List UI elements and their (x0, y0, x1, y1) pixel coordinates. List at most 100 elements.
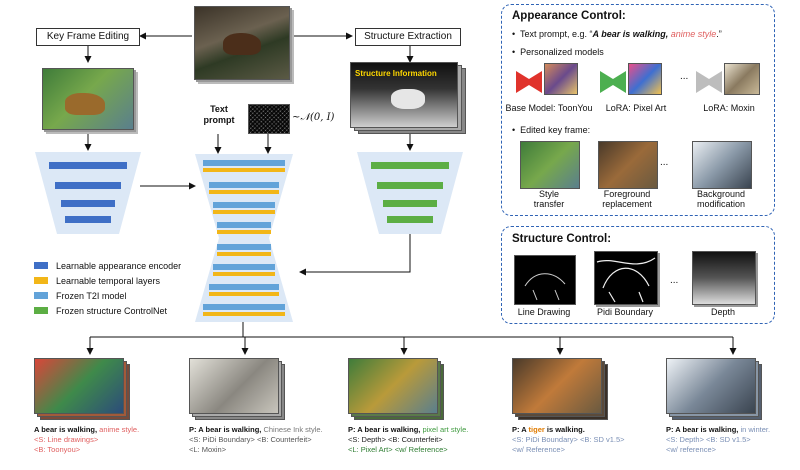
caption-base: <w/ Reference> (512, 445, 565, 454)
caption-base: <L: Pixel Art> <w/ Reference> (348, 445, 448, 454)
edits-ellipsis: ... (660, 157, 669, 168)
caption-style: in winter. (740, 425, 771, 434)
caption-prompt: P: A bear is walking, (189, 425, 264, 434)
legend-swatch (34, 262, 48, 269)
output-winter-video (666, 358, 762, 420)
legend-item: Learnable temporal layers (34, 273, 204, 288)
appearance-bullet-text-prompt: • Text prompt, e.g. “A bear is walking, … (512, 29, 722, 39)
output-pixelart-video (348, 358, 444, 420)
output-anime-video (34, 358, 130, 420)
caption-prompt: P: A bear is walking, (348, 425, 423, 434)
appearance-bullet-key-frame: • Edited key frame: (512, 125, 591, 135)
caption-base: <L: Moxin> (189, 445, 227, 454)
caption-style: anime style. (99, 425, 140, 434)
model-label: LoRA: Moxin (703, 103, 755, 113)
structure-label: Line Drawing (517, 307, 571, 317)
output-caption: P: A tiger is walking. <S: PiDi Boundary… (512, 425, 625, 455)
caption-prompt-end: is walking. (544, 425, 585, 434)
legend-swatch (34, 307, 48, 314)
depth-map-image: Structure Information (350, 62, 458, 128)
caption-structure: <S: PiDi Boundary> <B: SD v1.5> (512, 435, 625, 444)
caption-structure: <S: Line drawings> (34, 435, 99, 444)
structure-info-stack: Structure Information (350, 62, 468, 134)
structure-control-title: Structure Control: (512, 233, 612, 245)
caption-prompt: P: A bear is walking, (666, 425, 741, 434)
structure-extraction-box: Structure Extraction (355, 28, 461, 46)
key-frame-editing-box: Key Frame Editing (36, 28, 140, 46)
model-label: Base Model: ToonYou (505, 103, 593, 113)
text-prompt-label: Text prompt (203, 104, 235, 125)
output-ink-video (189, 358, 285, 420)
appearance-control-title: Appearance Control: (512, 10, 626, 22)
structure-control-panel: Structure Control: ... Line Drawing Pidi… (501, 226, 775, 324)
text-prompt-style: anime style (670, 29, 717, 39)
caption-base: <w/ reference> (666, 445, 717, 454)
edit-background-image (692, 141, 752, 189)
caption-style: tiger (528, 425, 545, 434)
model-pixelart (600, 63, 664, 97)
model-sample-images (724, 63, 760, 95)
text-prompt-prefix: Text prompt, e.g. “ (520, 29, 593, 39)
legend-label: Learnable appearance encoder (56, 260, 182, 271)
text-prompt-suffix: .” (716, 29, 722, 39)
legend-swatch (34, 292, 48, 299)
line-drawing-strokes (524, 273, 566, 301)
noise-image (248, 104, 290, 134)
edit-style-transfer-image (520, 141, 580, 189)
legend-swatch (34, 277, 48, 284)
caption-style: pixel art style. (422, 425, 469, 434)
denoising-unet (195, 154, 293, 322)
edit-label: Style transfer (533, 189, 565, 209)
structure-controlnet (357, 152, 463, 234)
source-video-frame (194, 6, 290, 80)
caption-prompt: A bear is walking, (34, 425, 100, 434)
bowtie-icon (696, 71, 722, 93)
legend-item: Learnable appearance encoder (34, 258, 204, 273)
pidi-strokes (596, 257, 656, 303)
model-sample-images (628, 63, 662, 95)
bowtie-icon (600, 71, 626, 93)
output-caption: P: A bear is walking, in winter. <S: Dep… (666, 425, 770, 455)
caption-structure: <S: Depth> <B: SD v1.5> (666, 435, 751, 444)
appearance-control-panel: Appearance Control: • Text prompt, e.g. … (501, 4, 775, 216)
structure-extraction-label: Structure Extraction (364, 31, 452, 42)
output-tiger-video (512, 358, 608, 420)
caption-style: Chinese Ink style. (263, 425, 323, 434)
personalized-models-label: Personalized models (520, 47, 604, 57)
models-ellipsis: ... (680, 71, 689, 82)
caption-structure: <S: PiDi Boundary> <B: Counterfeit> (189, 435, 312, 444)
legend-label: Frozen T2I model (56, 290, 127, 301)
caption-base: <B: Toonyou> (34, 445, 81, 454)
model-toonyou (516, 63, 580, 97)
edited-key-frame-label: Edited key frame: (520, 125, 591, 135)
bear-silhouette (223, 33, 261, 55)
bowtie-icon (516, 71, 542, 93)
legend: Learnable appearance encoder Learnable t… (34, 258, 204, 318)
edit-foreground-image (598, 141, 658, 189)
edit-label: Foreground replacement (602, 189, 652, 209)
model-sample-images (544, 63, 578, 95)
edited-key-frame-image (42, 68, 134, 130)
caption-prompt: P: A (512, 425, 529, 434)
output-caption: A bear is walking, anime style. <S: Line… (34, 425, 139, 455)
noise-formula: ~𝒩(0, I) (292, 112, 335, 123)
edit-label: Background modification (696, 189, 746, 209)
appearance-bullet-models: • Personalized models (512, 47, 604, 57)
model-label: LoRA: Pixel Art (605, 103, 667, 113)
caption-structure: <S: Depth> <B: Counterfeit> (348, 435, 443, 444)
structure-label: Pidi Boundary (596, 307, 654, 317)
legend-item: Frozen structure ControlNet (34, 303, 204, 318)
depth-image (692, 251, 756, 305)
legend-label: Frozen structure ControlNet (56, 305, 168, 316)
structure-label: Depth (710, 307, 736, 317)
legend-item: Frozen T2I model (34, 288, 204, 303)
structure-info-label: Structure Information (355, 69, 437, 78)
line-drawing-image (514, 255, 576, 305)
model-moxin (696, 63, 760, 97)
appearance-encoder (35, 152, 141, 234)
legend-label: Learnable temporal layers (56, 275, 161, 286)
key-frame-editing-label: Key Frame Editing (46, 31, 130, 42)
text-prompt-quote: A bear is walking, (592, 29, 671, 39)
pidi-boundary-image (594, 251, 658, 305)
